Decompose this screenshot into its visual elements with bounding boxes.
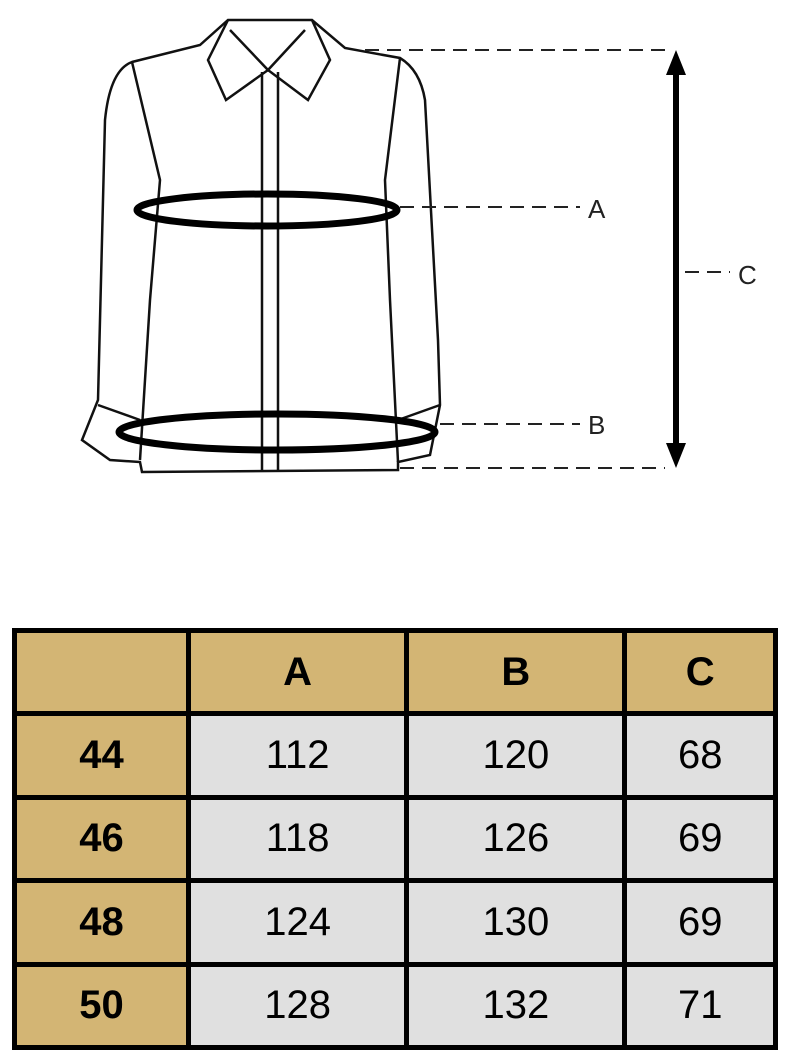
label-b: B [588, 410, 605, 440]
header-cell [12, 627, 191, 717]
value-cell: 120 [404, 711, 628, 800]
value-cell: 112 [185, 711, 410, 800]
table-header-row: A B C [12, 627, 778, 717]
value-cell: 69 [622, 878, 778, 967]
shirt-measurement-diagram: A B C [80, 18, 757, 474]
size-cell: 46 [12, 794, 191, 884]
value-cell: 130 [404, 878, 628, 967]
dashed-guides [365, 49, 730, 469]
table-row: 48 124 130 69 [12, 878, 778, 967]
header-cell: C [622, 627, 778, 717]
size-cell: 44 [12, 711, 191, 800]
value-cell: 126 [404, 794, 628, 884]
label-a: A [588, 194, 606, 224]
value-cell: 132 [404, 961, 628, 1051]
value-cell: 71 [622, 961, 778, 1051]
table-row: 44 112 120 68 [12, 711, 778, 800]
value-cell: 128 [185, 961, 410, 1051]
length-arrow [666, 50, 686, 468]
size-table: A B C 44 112 120 68 46 118 126 69 48 124… [12, 627, 778, 1051]
header-cell: A [185, 627, 410, 717]
measurement-loops [115, 190, 439, 454]
value-cell: 118 [185, 794, 410, 884]
shirt-outline [80, 18, 442, 474]
value-cell: 68 [622, 711, 778, 800]
size-cell: 48 [12, 878, 191, 967]
value-cell: 69 [622, 794, 778, 884]
size-cell: 50 [12, 961, 191, 1051]
value-cell: 124 [185, 878, 410, 967]
header-cell: B [404, 627, 628, 717]
table-row: 50 128 132 71 [12, 961, 778, 1051]
label-c: C [738, 260, 757, 290]
table-row: 46 118 126 69 [12, 794, 778, 884]
